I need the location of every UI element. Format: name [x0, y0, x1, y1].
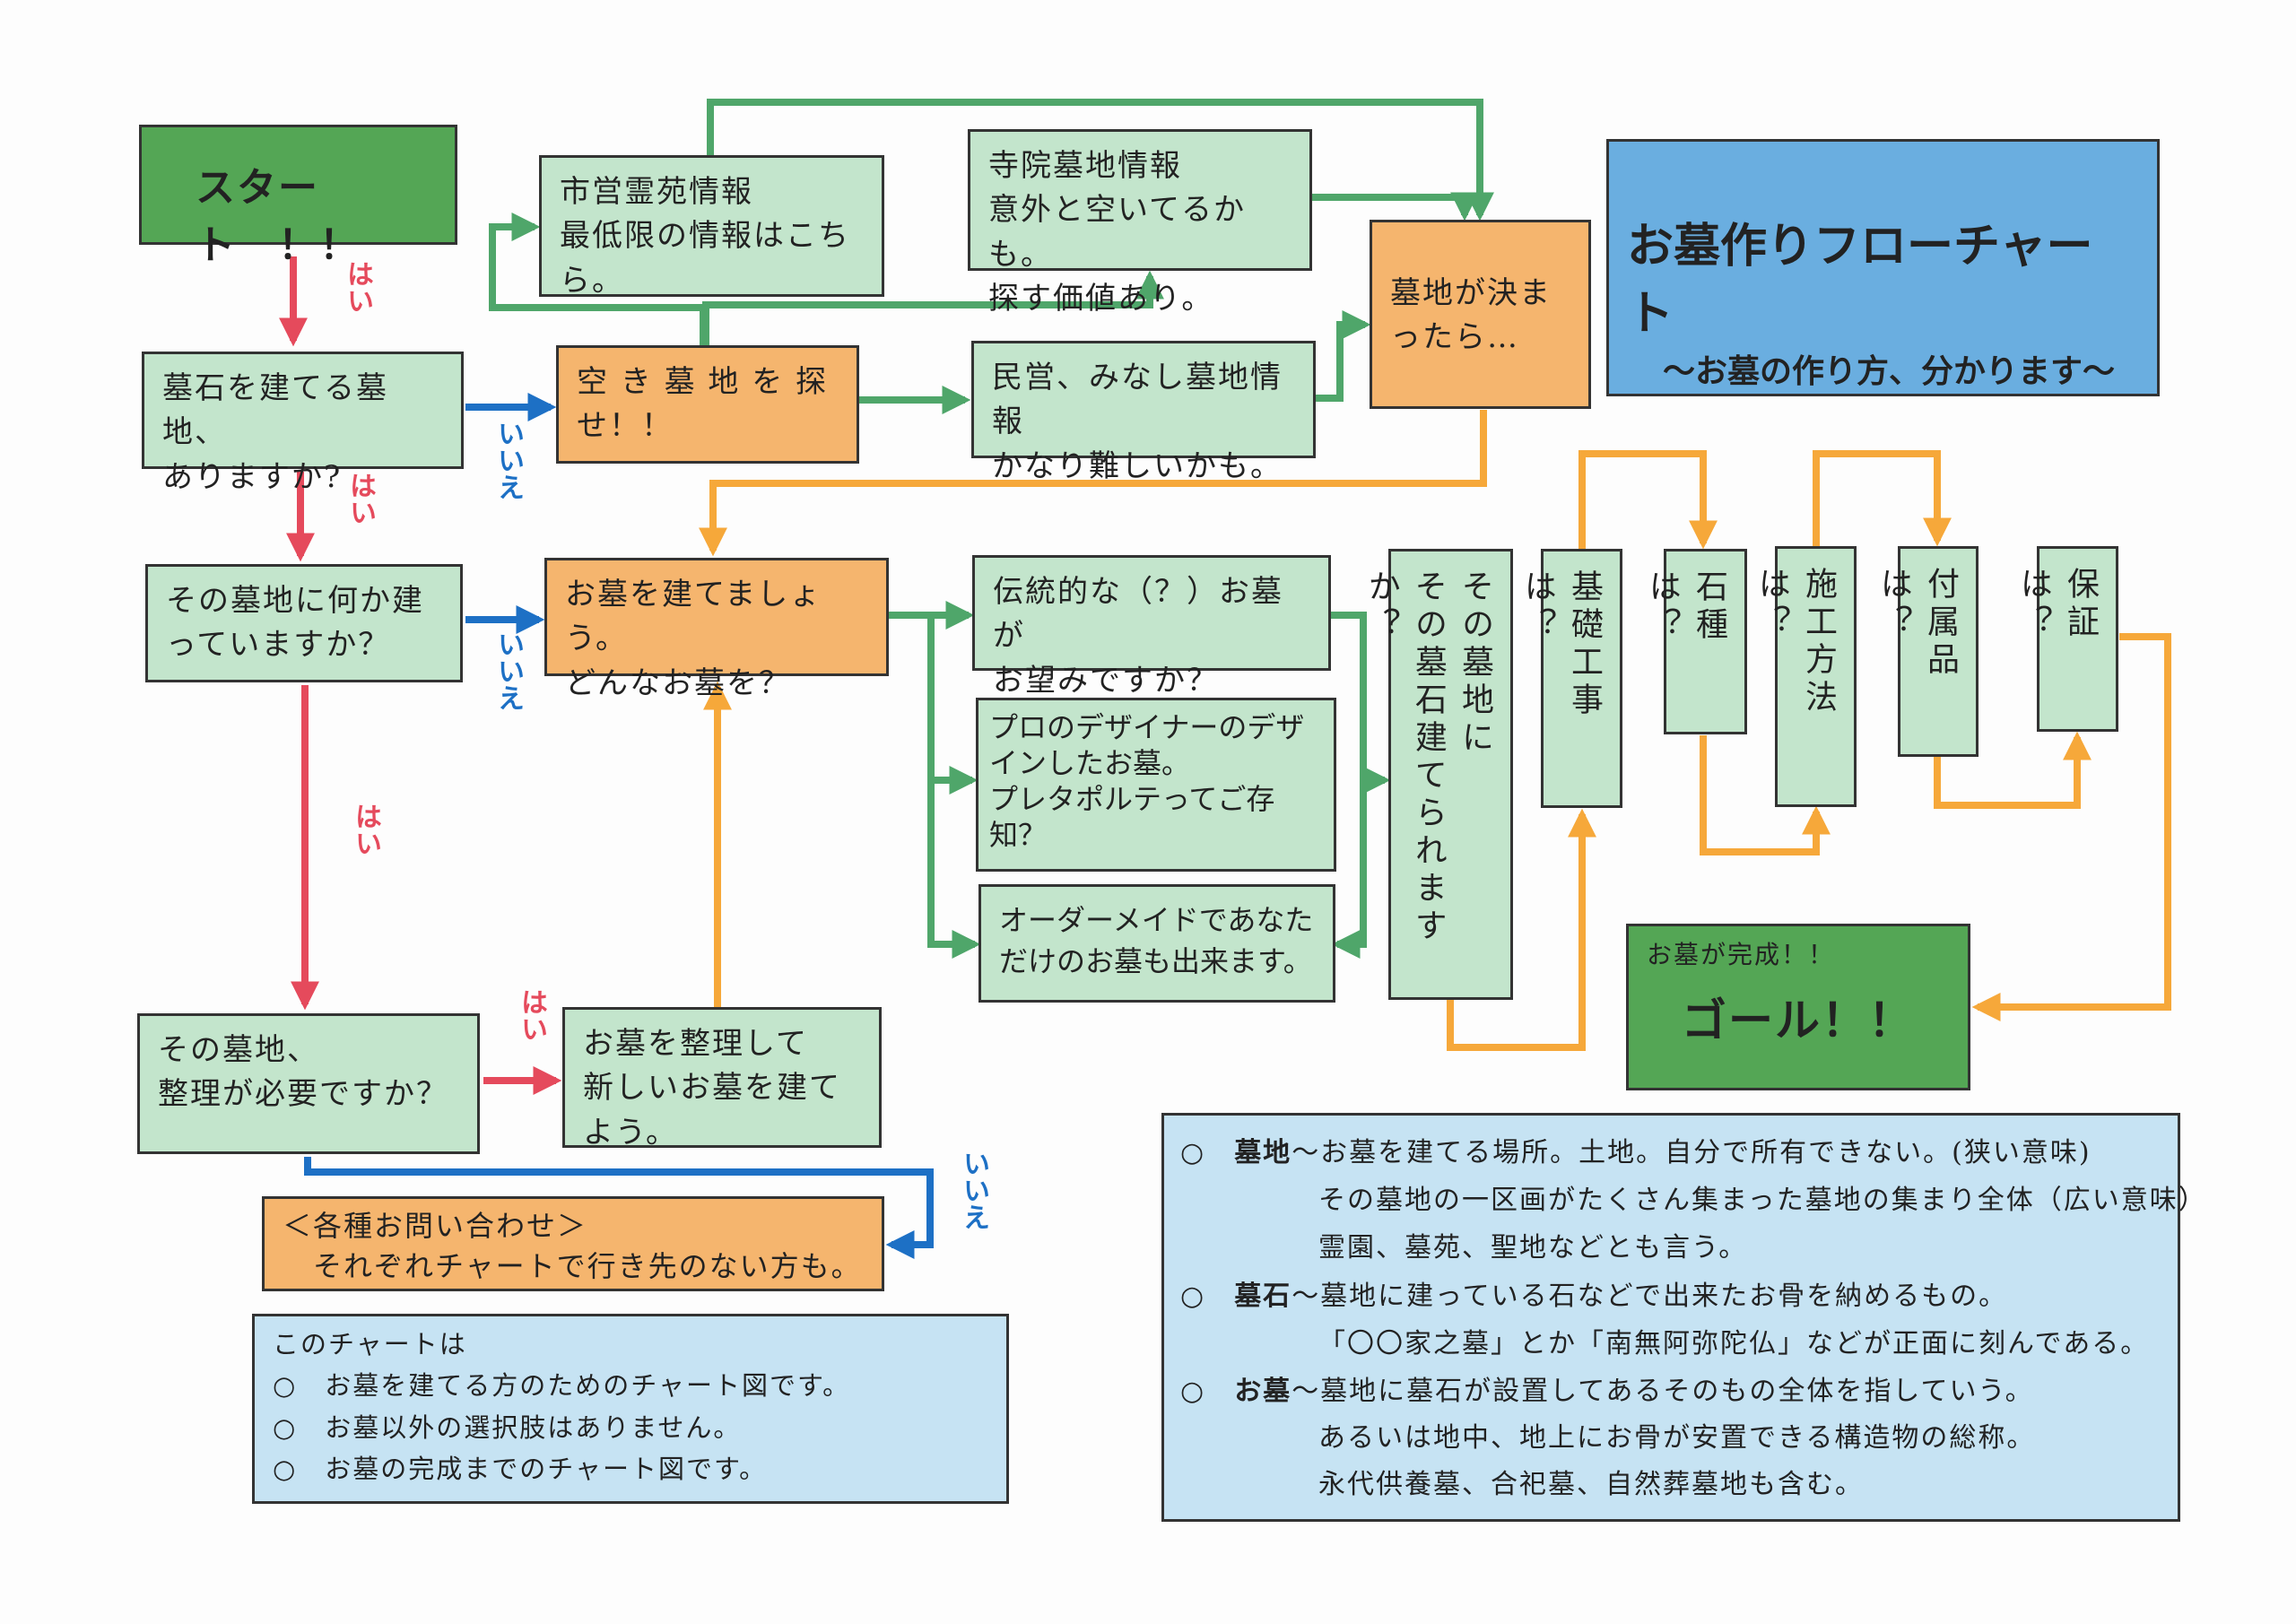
- question-needs-cleanup: その墓地、 整理が必要ですか？: [137, 1013, 480, 1154]
- bullet: ○: [1180, 1137, 1206, 1168]
- private-cemetery-info[interactable]: 民営、みなし墓地情報 かなり難しいかも。: [971, 341, 1316, 484]
- bullet: ○: [1180, 1281, 1206, 1312]
- arrow-warranty-goal: [1971, 633, 2171, 1021]
- reorganize-grave-node: お墓を整理して 新しいお墓を建て よう。: [562, 1007, 882, 1151]
- definition-line: ～墓地に墓石が設置してあるそのもの全体を指していう。: [1292, 1376, 2034, 1407]
- question-has-plot: 墓石を建てる墓地、 ありますか?: [142, 352, 464, 495]
- definition-line: その墓地の一区画がたくさん集まった墓地の集まり全体（広い意味）: [1318, 1185, 2207, 1216]
- definition-line: ～墓地に建っている石などで出来たお骨を納めるもの。: [1292, 1281, 2008, 1312]
- accessories-step: 付属品は？: [1875, 546, 1979, 757]
- search-vacant-plot-node: 空 き 墓 地 を 探 せ！！: [556, 345, 859, 464]
- plot-decided-node: 墓地が決ま ったら…: [1370, 220, 1591, 409]
- definition-ohaka: ○ お墓～墓地に墓石が設置してあるそのもの全体を指していう。: [1180, 1372, 2034, 1411]
- yes-label: はい: [350, 803, 381, 856]
- arrow-search-jiin: [702, 270, 1164, 345]
- no-label: いいえ: [958, 1150, 989, 1230]
- temple-cemetery-info[interactable]: 寺院墓地情報 意外と空いてるかも。 探す価値あり。: [968, 129, 1312, 317]
- definition-bohchi: ○ 墓地～お墓を建てる場所。土地。自分で所有できない。(狭い意味): [1180, 1133, 2092, 1173]
- arrow-stone-method: [1700, 735, 1831, 855]
- yes-label: はい: [516, 988, 547, 1042]
- yes-label: はい: [344, 472, 376, 525]
- warranty-step: 保証は？: [2015, 546, 2118, 732]
- definition-boseki: ○ 墓石～墓地に建っている石などで出来たお骨を納めるもの。: [1180, 1277, 2007, 1316]
- no-label: いいえ: [492, 630, 524, 711]
- municipal-cemetery-info[interactable]: 市営霊苑情報 最低限の情報はこち ら。: [539, 155, 884, 299]
- designer-grave-option[interactable]: プロのデザイナーのデザ インしたお墓。 プレタポルテってご存 知？: [976, 698, 1336, 872]
- definition-line: 霊園、墓苑、聖地などとも言う。: [1318, 1232, 1748, 1264]
- arrow-jiin-decided: [1312, 192, 1479, 221]
- goal-node: お墓が完成！！ ゴール！！: [1626, 924, 1970, 1090]
- definition-line: 永代供養墓、合祀墓、自然葬墓地も含む。: [1318, 1469, 1864, 1500]
- yes-label: はい: [342, 260, 373, 314]
- note-item: ○ お墓を建てる方のためのチャート図です。: [273, 1370, 851, 1402]
- goal-subtext: お墓が完成！！: [1647, 940, 1836, 969]
- arrow-method-accessories: [1813, 450, 1952, 547]
- foundation-step: 基礎工事は？: [1519, 549, 1622, 808]
- arrow-build-designer: [927, 615, 978, 795]
- can-build-question: その墓地に その墓石建てられますか？: [1363, 549, 1513, 1000]
- ordermade-grave-option[interactable]: オーダーメイドであなた だけのお墓も出来ます。: [978, 884, 1335, 1003]
- construction-method-step: 施工方法は？: [1753, 546, 1857, 807]
- start-node: スタート ！！: [139, 125, 457, 268]
- arrow-shiei-decided: [707, 99, 1494, 221]
- no-label: いいえ: [492, 420, 524, 500]
- definition-term: お墓: [1234, 1376, 1292, 1407]
- inquiry-node[interactable]: ＜各種お問い合わせ＞ それぞれチャートで行き先のない方も。: [262, 1196, 884, 1291]
- arrow-minei-decided: [1315, 310, 1371, 402]
- note-item: ○ お墓の完成までのチャート図です。: [273, 1454, 768, 1485]
- note-item: ○ お墓以外の選択肢はありません。: [273, 1411, 742, 1443]
- definition-line: 「〇〇家之墓」とか「南無阿弥陀仏」などが正面に刻んである。: [1318, 1328, 2150, 1359]
- definition-term: 墓石: [1234, 1281, 1292, 1312]
- traditional-grave-option[interactable]: 伝統的な（？）お墓が お望みですか？: [972, 555, 1331, 699]
- question-something-built: その墓地に何か建 っていますか？: [145, 564, 463, 682]
- goal-text: ゴール！！: [1682, 994, 1915, 1046]
- arrow-decided-build: [699, 410, 1487, 557]
- title-panel: お墓作りフローチャート ～お墓の作り方、分かります～: [1606, 139, 2160, 396]
- build-grave-node: お墓を建てましょう。 どんなお墓を？: [544, 558, 889, 701]
- stone-type-step: 石種は？: [1644, 549, 1747, 734]
- arrow-accessories-warranty: [1934, 731, 2092, 809]
- definition-line: ～お墓を建てる場所。土地。自分で所有できない。(狭い意味): [1292, 1137, 2092, 1168]
- definition-line: あるいは地中、地上にお骨が安置できる構造物の総称。: [1318, 1422, 2036, 1454]
- chart-note: このチャートは ○ お墓を建てる方のためのチャート図です。 ○ お墓以外の選択肢…: [252, 1314, 1009, 1504]
- page-title: お墓作りフローチャート: [1627, 220, 2093, 342]
- arrow-build-ordermade: [927, 771, 981, 959]
- definition-term: 墓地: [1234, 1137, 1292, 1168]
- arrow-q3-inquiry: [304, 1157, 934, 1259]
- definitions-panel: ○ 墓地～お墓を建てる場所。土地。自分で所有できない。(狭い意味) その墓地の一…: [1161, 1113, 2205, 1522]
- arrow-foundation-stone: [1578, 450, 1718, 550]
- page-subtitle: ～お墓の作り方、分かります～: [1663, 352, 2116, 390]
- arrow-canbuild-foundation: [1447, 808, 1596, 1051]
- bullet: ○: [1180, 1376, 1206, 1407]
- note-heading: このチャートは: [273, 1329, 467, 1359]
